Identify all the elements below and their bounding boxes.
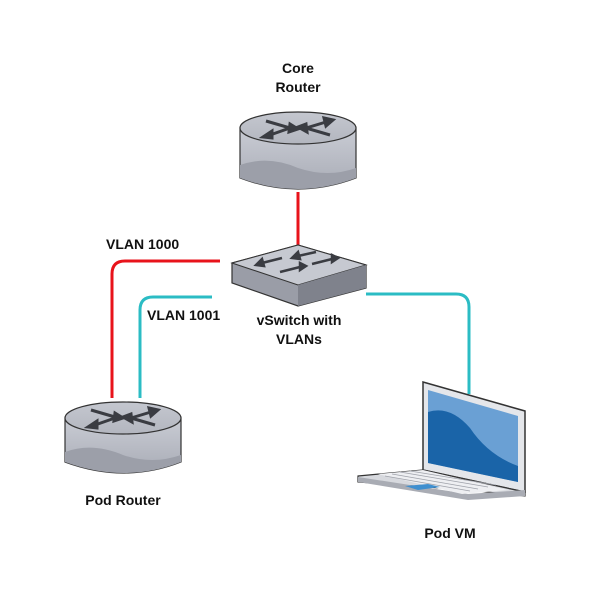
vlan-1001-link: [138, 295, 212, 398]
vswitch-icon[interactable]: [230, 244, 368, 307]
pod-vm-laptop-icon[interactable]: [357, 381, 526, 500]
core-router-label-line1: Core: [282, 60, 314, 76]
core-router-label: Core Router: [248, 59, 348, 97]
vswitch-label-line2: VLANs: [276, 331, 322, 347]
pod-router-icon[interactable]: [64, 401, 182, 474]
vswitch-label-line1: vSwitch with: [256, 312, 342, 328]
pod-router-label: Pod Router: [85, 492, 161, 508]
vm-link: [366, 292, 471, 394]
vswitch-label: vSwitch with VLANs: [234, 311, 364, 349]
vlan-1000-label: VLAN 1000: [106, 236, 180, 252]
core-router-icon[interactable]: [239, 111, 357, 190]
pod-vm-label: Pod VM: [424, 525, 476, 541]
core-router-label-line2: Router: [275, 79, 321, 95]
vlan-1001-label: VLAN 1001: [147, 307, 221, 323]
vlan-1000-link: [110, 259, 220, 398]
